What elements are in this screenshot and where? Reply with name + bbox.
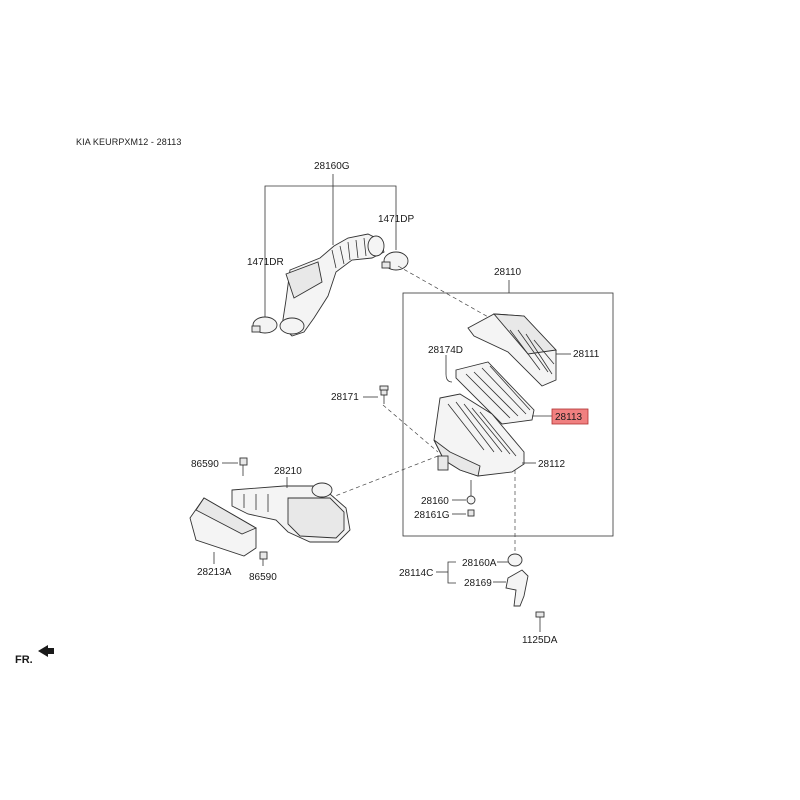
label-28112[interactable]: 28112 [538, 459, 566, 470]
assembly-box-28110 [402, 280, 614, 537]
label-1125DA[interactable]: 1125DA [522, 635, 558, 646]
label-1471DP[interactable]: 1471DP [378, 214, 414, 225]
clip-86590-lower[interactable] [259, 551, 268, 566]
bracket-28114C [436, 561, 456, 584]
bolt-28171[interactable] [379, 385, 389, 404]
clip-86590-upper[interactable] [239, 457, 248, 476]
front-direction-arrow-icon [38, 645, 54, 657]
label-28113[interactable]: 28113 [555, 412, 583, 423]
label-1471DR[interactable]: 1471DR [247, 257, 284, 268]
label-28160A[interactable]: 28160A [462, 558, 497, 569]
label-28210[interactable]: 28210 [274, 466, 302, 477]
label-28114C[interactable]: 28114C [399, 568, 433, 579]
pin-28161G[interactable] [467, 509, 475, 517]
label-28169[interactable]: 28169 [464, 578, 492, 589]
grommet-28160A[interactable] [507, 553, 523, 567]
resonator-duct-28210[interactable] [231, 482, 351, 543]
grommet-28160[interactable] [466, 480, 476, 505]
front-label: FR. [15, 654, 33, 666]
intake-hose[interactable] [279, 233, 385, 337]
label-28110[interactable]: 28110 [494, 267, 522, 278]
bracket-28169[interactable] [505, 569, 529, 607]
upper-cover-28111[interactable] [467, 313, 557, 387]
label-28160G[interactable]: 28160G [314, 161, 350, 172]
bolt-1125DA[interactable] [535, 611, 545, 624]
label-28111[interactable]: 28111 [573, 349, 600, 360]
label-86590-upper[interactable]: 86590 [191, 459, 219, 470]
highlight-28113 [551, 408, 589, 425]
label-28160[interactable]: 28160 [421, 496, 449, 507]
bracket-28160G [264, 174, 397, 318]
breather-hose-28174D[interactable] [445, 362, 453, 383]
lower-case-28112[interactable] [433, 393, 525, 477]
hose-clamp-1471DP[interactable] [381, 251, 409, 271]
filter-element-28113[interactable] [455, 361, 535, 425]
diagram-caption: KIA KEURPXM12 - 28113 [76, 137, 182, 147]
hose-clamp-1471DR[interactable] [251, 316, 278, 334]
air-guide-28213A[interactable] [189, 497, 258, 557]
label-28171[interactable]: 28171 [331, 392, 359, 403]
label-28161G[interactable]: 28161G [414, 510, 450, 521]
label-28174D[interactable]: 28174D [428, 345, 463, 356]
label-28213A[interactable]: 28213A [197, 567, 232, 578]
label-86590-lower[interactable]: 86590 [249, 572, 277, 583]
